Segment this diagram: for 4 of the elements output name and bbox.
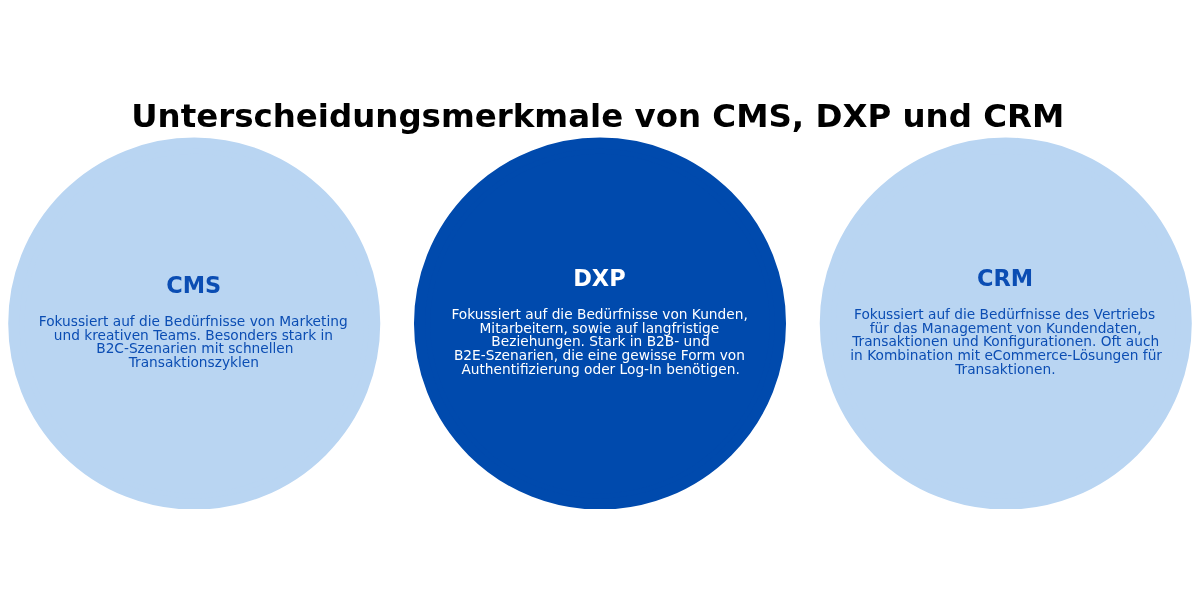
diagram-title: Unterscheidungsmerkmale von CMS, DXP und CRM xyxy=(131,96,1065,135)
node-circle: CRM Fokussiert auf die Bedürfnisse des Vertriebs für das Management von Kundendaten, Transaktionen und Konfigurationen. Oft auch in Kombination mit eCommerce-Lösungen für Transaktionen. xyxy=(819,137,1192,509)
node-circle: CMS Fokussiert auf die Bedürfnisse von Marketing und kreativen Teams. Besonders stark in B2C-Szenarien mit schnellen Transaktionszyklen xyxy=(8,137,381,509)
node-circle: DXP Fokussiert auf die Bedürfnisse von Kunden, Mitarbeitern, sowie auf langfristige Beziehungen. Stark in B2B- und B2E-Szenarien, die eine gewisse Form von Authentifizierung oder Log-In benötigen. xyxy=(413,137,787,509)
